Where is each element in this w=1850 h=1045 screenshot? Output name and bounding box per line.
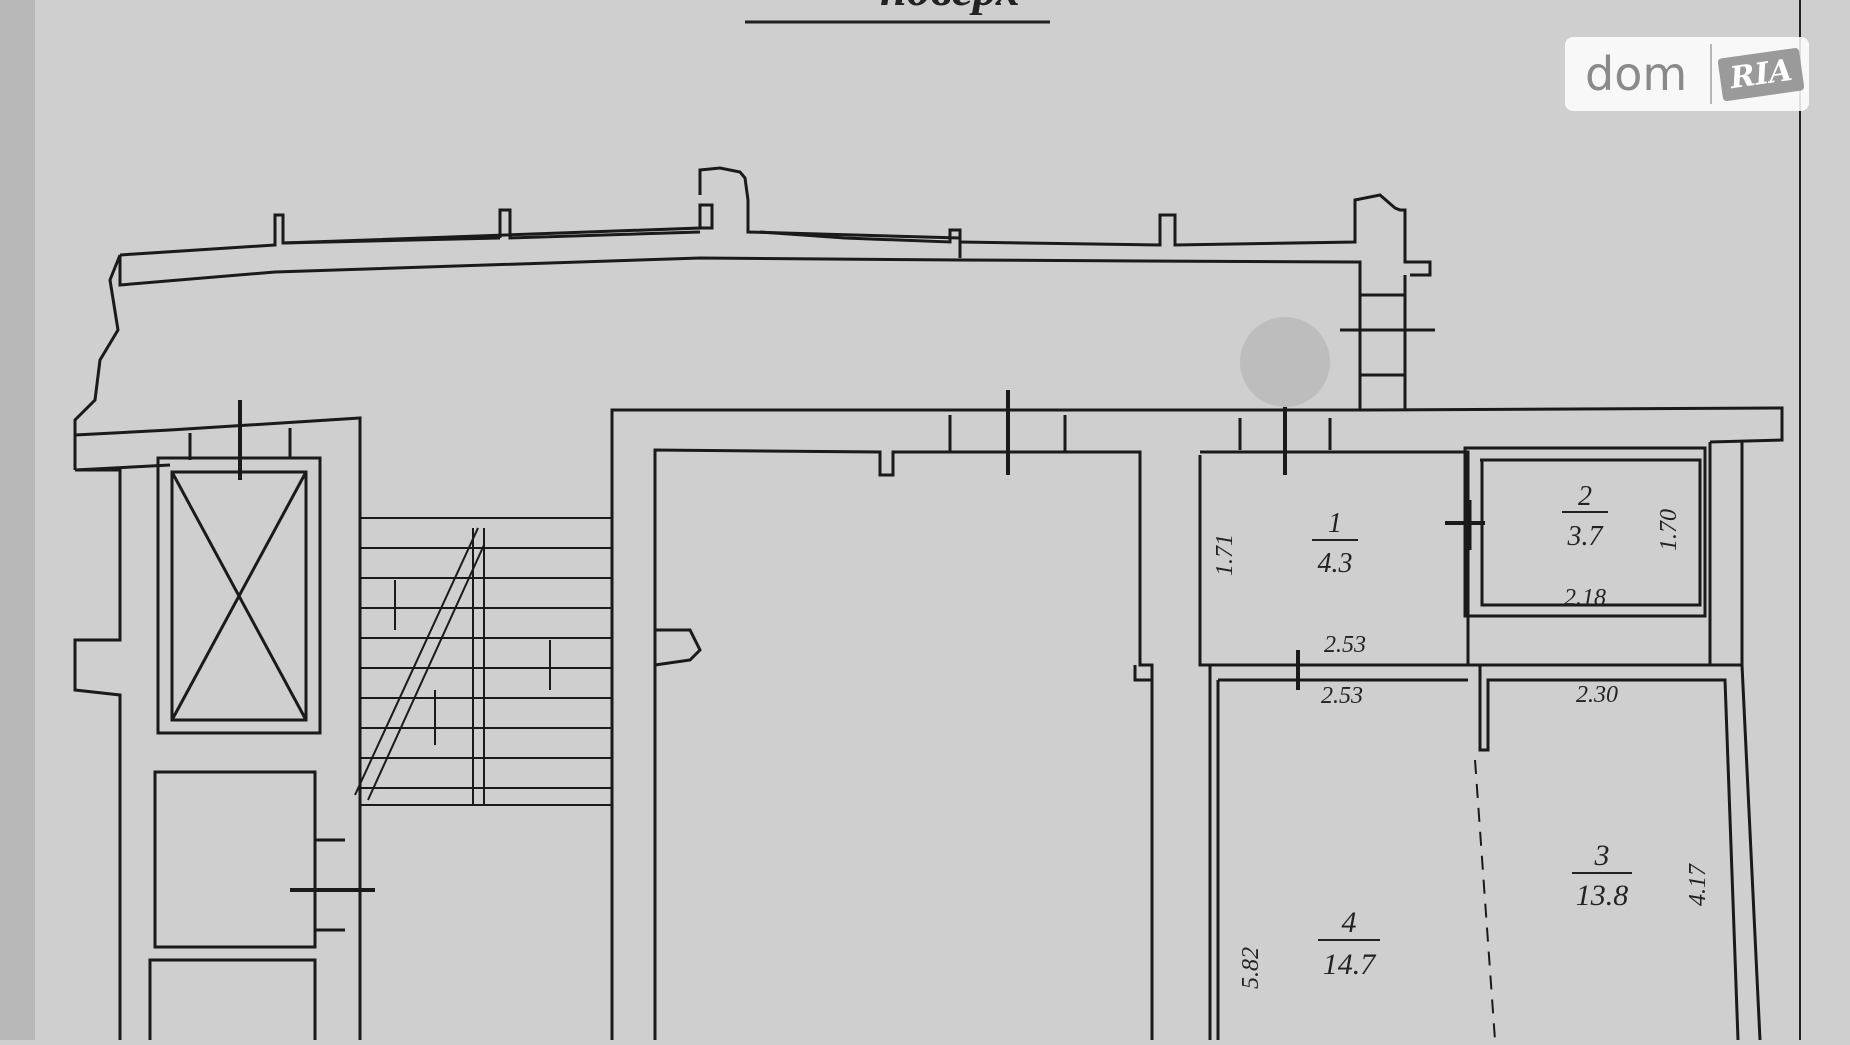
room-4-area: 14.7 <box>1323 948 1378 981</box>
room-4-label: 4 14.7 <box>1318 906 1380 981</box>
floor-title: поверх <box>880 0 1020 16</box>
dim-room3-height: 4.17 <box>1685 863 1711 906</box>
watermark-ria-logo: RIA <box>1717 46 1805 102</box>
room-2-area: 3.7 <box>1567 521 1604 552</box>
room-3-area: 13.8 <box>1576 879 1629 912</box>
dim-room2-height: 1.70 <box>1656 509 1682 551</box>
dim-room4-top-width: 2.53 <box>1321 683 1363 709</box>
room-2-label: 2 3.7 <box>1562 481 1608 552</box>
dim-room3-top-width: 2.30 <box>1576 682 1618 708</box>
room-3-label: 3 13.8 <box>1572 839 1632 912</box>
watermark-divider <box>1710 44 1712 104</box>
watermark-brand: dom <box>1585 47 1688 101</box>
room-1-area: 4.3 <box>1318 548 1353 579</box>
dim-room1-width: 2.53 <box>1324 632 1366 658</box>
room-1-label: 1 4.3 <box>1312 508 1358 579</box>
walls <box>73 166 1784 1045</box>
room-4-number: 4 <box>1342 906 1357 939</box>
room-2-number: 2 <box>1578 481 1592 512</box>
domria-watermark: dom RIA <box>1565 37 1809 111</box>
room-1-number: 1 <box>1328 508 1342 539</box>
dim-room2-width: 2.18 <box>1564 585 1606 611</box>
dim-room4-height: 5.82 <box>1238 947 1264 989</box>
room-3-number: 3 <box>1594 839 1610 872</box>
dim-room1-height: 1.71 <box>1212 534 1238 576</box>
smudge <box>1240 317 1330 407</box>
